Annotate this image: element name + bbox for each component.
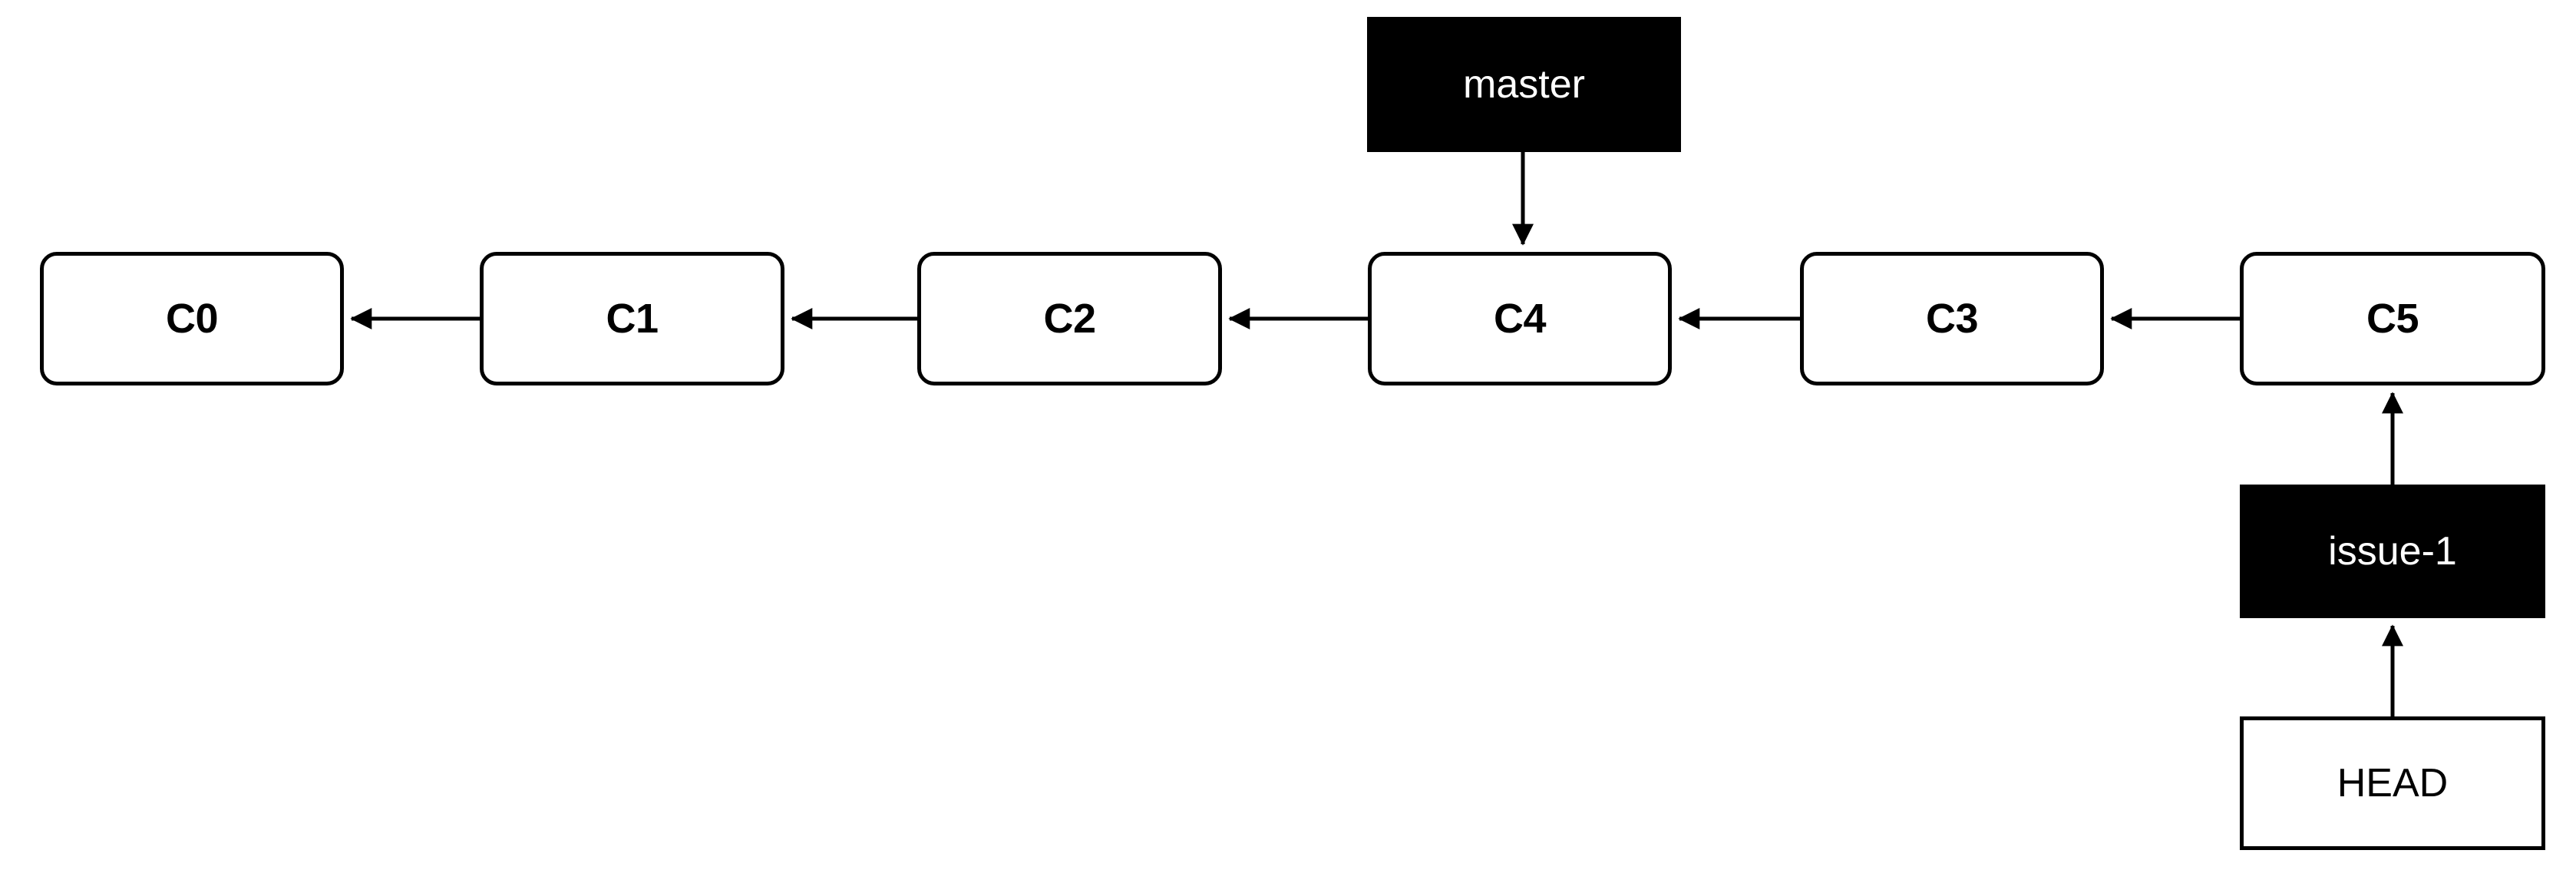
branch-label-issue-1[interactable]: issue-1 [2240, 485, 2545, 618]
branch-label-text: issue-1 [2328, 529, 2457, 574]
commit-label: C2 [1043, 296, 1096, 342]
commit-label: C0 [165, 296, 219, 342]
head-label-text: HEAD [2337, 761, 2449, 806]
commit-node-c2[interactable]: C2 [917, 252, 1222, 385]
commit-label: C3 [1925, 296, 1979, 342]
commit-node-c4[interactable]: C4 [1368, 252, 1672, 385]
commit-node-c5[interactable]: C5 [2240, 252, 2545, 385]
branch-label-master[interactable]: master [1367, 17, 1681, 152]
branch-label-text: master [1463, 62, 1585, 107]
commit-label: C4 [1493, 296, 1547, 342]
head-pointer-label[interactable]: HEAD [2240, 716, 2545, 850]
commit-node-c3[interactable]: C3 [1800, 252, 2104, 385]
commit-label: C5 [2366, 296, 2419, 342]
commit-node-c0[interactable]: C0 [40, 252, 344, 385]
commit-node-c1[interactable]: C1 [480, 252, 784, 385]
commit-label: C1 [606, 296, 659, 342]
